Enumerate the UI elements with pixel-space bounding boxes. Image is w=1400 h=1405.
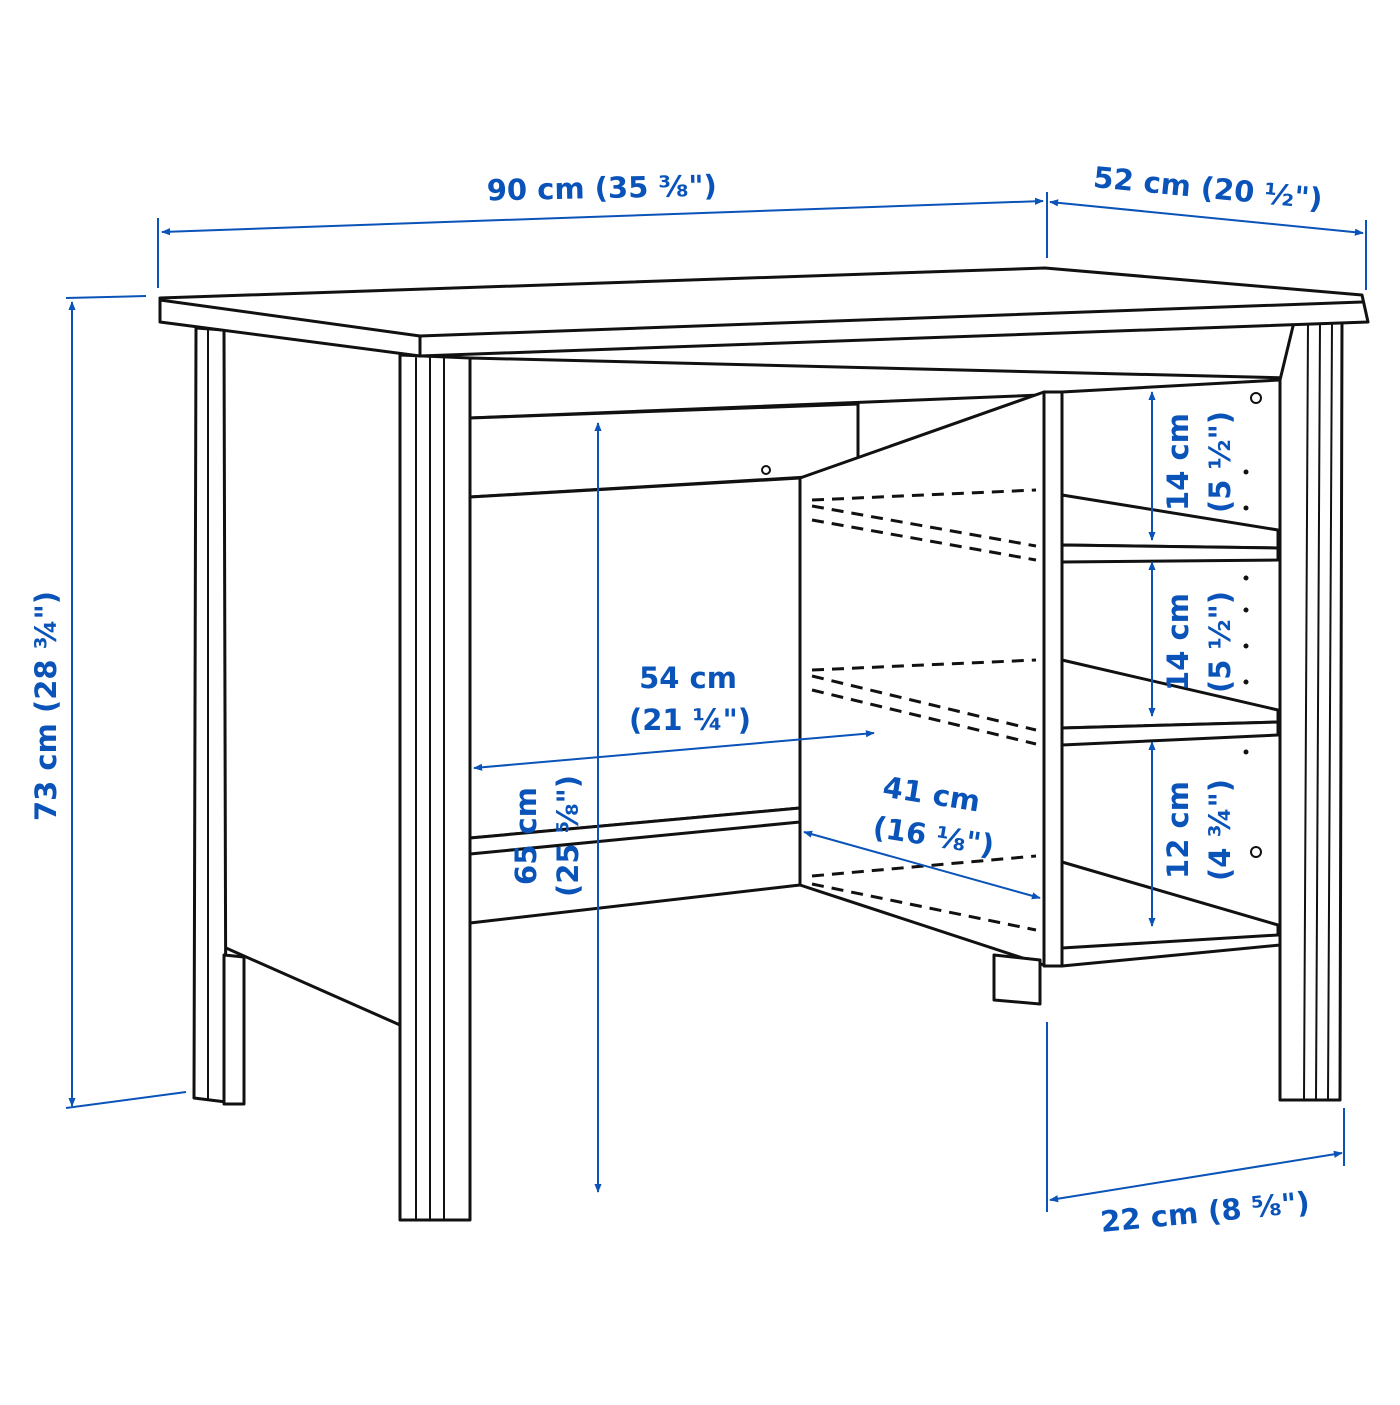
desk-top bbox=[158, 266, 1370, 358]
shelf-width-dimension-line bbox=[1049, 1150, 1343, 1203]
shelf-middle-label-cm: 14 cm bbox=[1161, 593, 1195, 691]
back-left-leg bbox=[192, 326, 228, 1104]
shelf-top-label-cm: 14 cm bbox=[1161, 413, 1195, 511]
knee-height-label-inch: (25 ⅝") bbox=[551, 775, 585, 897]
front-left-leg bbox=[398, 353, 472, 1222]
cam-lock-icon bbox=[1250, 846, 1262, 858]
knee-width-dimension-line bbox=[473, 730, 875, 771]
knee-width-label-inch: (21 ¼") bbox=[629, 703, 751, 737]
dimension-lines bbox=[65, 192, 1367, 1212]
shelf-bottom-label-inch: (4 ¾") bbox=[1203, 779, 1237, 881]
shelf-inner-panel bbox=[798, 390, 1046, 967]
desk-outline bbox=[158, 266, 1370, 1222]
width-dimension-line bbox=[161, 197, 1044, 236]
shelf-depth-dimension-line bbox=[803, 830, 1041, 900]
depth-dimension-line bbox=[1049, 199, 1364, 236]
height-label: 73 cm (28 ¾") bbox=[29, 591, 63, 821]
shelf-middle-label-inch: (5 ½") bbox=[1203, 591, 1237, 693]
front-right-leg bbox=[1278, 318, 1344, 1102]
depth-label: 52 cm (20 ½") bbox=[1092, 160, 1324, 216]
back-right-foot bbox=[992, 953, 1042, 1006]
shelf-unit-side bbox=[1042, 390, 1064, 968]
shelf-top-label-inch: (5 ½") bbox=[1203, 411, 1237, 513]
shelf-width-label: 22 cm (8 ⅝") bbox=[1099, 1185, 1311, 1239]
knee-width-label-cm: 54 cm bbox=[639, 661, 737, 695]
cam-lock-icon bbox=[1250, 392, 1262, 404]
back-left-foot bbox=[222, 953, 246, 1106]
back-panel bbox=[468, 476, 802, 840]
shelf-3 bbox=[1060, 860, 1280, 950]
knee-height-label-cm: 65 cm bbox=[509, 787, 543, 885]
shelf-bottom-label-cm: 12 cm bbox=[1161, 781, 1195, 879]
shelf-pin-holes bbox=[1243, 469, 1249, 755]
drawer-knob-icon bbox=[761, 465, 771, 475]
width-label: 90 cm (35 ⅜") bbox=[486, 169, 717, 208]
